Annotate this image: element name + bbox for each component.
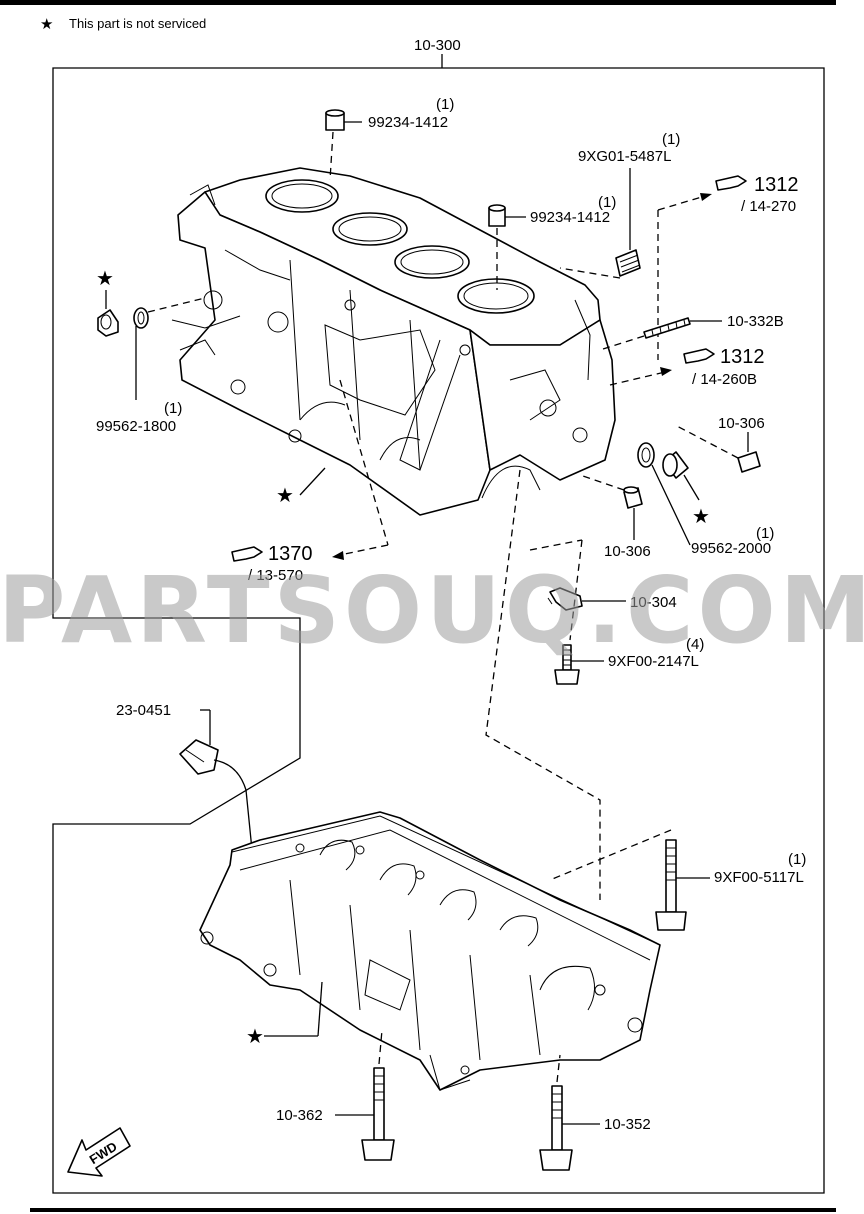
ref-1312-a-label[interactable]: 1312: [754, 174, 799, 196]
legend-star-icon: ★: [40, 16, 53, 33]
ref-1312-a-sub[interactable]: / 14-270: [741, 198, 796, 215]
assembly-label[interactable]: 10-300: [414, 37, 461, 54]
o-ring-right[interactable]: [637, 442, 691, 546]
watermark: PARTSOUQ.COM: [0, 557, 864, 664]
lower-block-star-icon: ★: [246, 1026, 264, 1048]
bolt-10-362[interactable]: [335, 1029, 395, 1161]
dowel-top-label[interactable]: 99234-1412: [368, 114, 448, 131]
sensor-label[interactable]: 23-0451: [116, 702, 171, 719]
pointing-hand-icon: [683, 348, 715, 364]
plug-lower[interactable]: [579, 474, 643, 540]
ref-1370[interactable]: 1370 / 13-570: [231, 379, 389, 584]
bolt-10-362-label[interactable]: 10-362: [276, 1107, 323, 1124]
stud-bolt[interactable]: [599, 317, 691, 351]
bolt-10-352[interactable]: [539, 1054, 600, 1171]
o-ring-left-qty: (1): [164, 400, 182, 417]
bolt-10-352-label[interactable]: 10-352: [604, 1116, 651, 1133]
bracket-label[interactable]: 10-304: [630, 594, 677, 611]
block-star-icon: ★: [276, 485, 294, 507]
dowel-mid-label[interactable]: 99234-1412: [530, 209, 610, 226]
bottom-bar: [30, 1208, 836, 1212]
o-ring-left-label[interactable]: 99562-1800: [96, 418, 176, 435]
o-ring-right-label[interactable]: 99562-2000: [691, 540, 771, 557]
cap-right-star-icon: ★: [692, 506, 710, 528]
dowel-mid-qty: (1): [598, 194, 616, 211]
o-ring-left[interactable]: [133, 297, 206, 400]
bolt-small-label[interactable]: 9XF00-2147L: [608, 653, 699, 670]
plug-top-qty: (1): [662, 131, 680, 148]
plug-top-label[interactable]: 9XG01-5487L: [578, 148, 671, 165]
main-bearing-bolt[interactable]: [549, 829, 710, 931]
main-bolt-qty: (1): [788, 851, 806, 868]
ref-1370-sub[interactable]: / 13-570: [248, 567, 303, 584]
ref-1312-b-label[interactable]: 1312: [720, 346, 765, 368]
plug-right-label[interactable]: 10-306: [718, 415, 765, 432]
lower-block-drawing: [199, 811, 661, 1091]
dowel-pin-mid[interactable]: [488, 204, 506, 290]
main-bolt-label[interactable]: 9XF00-5117L: [714, 869, 804, 886]
bolt-small[interactable]: [554, 644, 604, 685]
legend-note: This part is not serviced: [69, 16, 206, 31]
fwd-arrow-icon: FWD: [67, 1127, 131, 1177]
knock-sensor[interactable]: [179, 709, 253, 851]
cap-right[interactable]: [662, 451, 700, 501]
stud-label[interactable]: 10-332B: [727, 313, 784, 330]
ref-1312-b[interactable]: 1312 / 14-260B: [609, 346, 765, 388]
threaded-plug-top[interactable]: [559, 168, 641, 279]
cap-left-star-icon: ★: [96, 268, 114, 290]
cap-left[interactable]: [97, 290, 119, 337]
dowel-top-qty: (1): [436, 96, 454, 113]
plug-right[interactable]: [674, 424, 761, 473]
ref-1312-a[interactable]: 1312 / 14-270: [657, 174, 799, 360]
bracket[interactable]: [529, 539, 626, 641]
pointing-hand-icon: [231, 546, 263, 562]
pointing-hand-icon: [715, 175, 747, 191]
dowel-pin-top[interactable]: [325, 109, 345, 181]
top-bar: [0, 0, 836, 5]
cylinder-block-drawing: [171, 167, 616, 516]
assembly-frame: [52, 54, 825, 1194]
bolt-small-qty: (4): [686, 636, 704, 653]
ref-1370-label[interactable]: 1370: [268, 543, 313, 565]
plug-lower-label[interactable]: 10-306: [604, 543, 651, 560]
ref-1312-b-sub[interactable]: / 14-260B: [692, 371, 757, 388]
o-ring-right-qty: (1): [756, 525, 774, 542]
